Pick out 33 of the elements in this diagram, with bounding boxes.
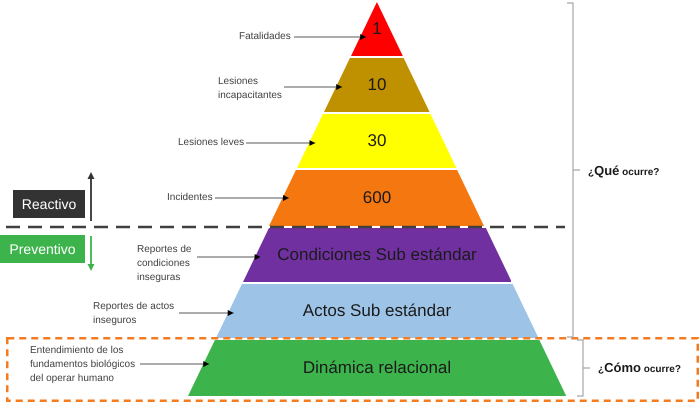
leader-arrow <box>196 254 262 260</box>
annotation-text: Lesiones incapacitantes <box>218 75 284 103</box>
leader-arrow <box>246 140 316 146</box>
category-tag: Reactivo <box>13 190 85 218</box>
leader-arrow <box>178 310 234 316</box>
pyramid-tier <box>216 284 538 338</box>
dashed-frame <box>6 337 699 402</box>
annotation-text: Lesiones leves <box>178 136 246 150</box>
tier-label: 1 <box>372 19 382 39</box>
pyramid-tier <box>324 58 430 112</box>
leader-arrow <box>284 84 343 90</box>
question-label: ¿Cómo ocurre? <box>598 359 681 377</box>
tier-label: Condiciones Sub estándar <box>277 245 477 265</box>
annotation-text: Entendimiento de los fundamentos biológicos del operar humano <box>30 344 140 386</box>
tier-label: 30 <box>368 131 386 151</box>
tier-label: Actos Sub estándar <box>302 301 452 321</box>
annotation-text: Incidentes <box>167 191 215 205</box>
leader-arrow <box>294 34 367 40</box>
annotation-text: Reportes de actos inseguros <box>93 300 179 328</box>
pyramid-tier <box>297 114 457 168</box>
question-label: ¿Qué ocurre? <box>588 162 660 180</box>
pyramid-tier <box>242 228 512 282</box>
tier-label: Dinámica relacional <box>302 358 452 378</box>
leader-arrow <box>214 195 290 201</box>
pyramid-tier <box>351 2 403 56</box>
annotation-text: Fatalidades <box>239 30 294 44</box>
tier-label: 10 <box>368 75 386 95</box>
annotation-text: Reportes de condiciones inseguras <box>137 243 197 285</box>
leader-arrow <box>140 361 210 367</box>
pyramid-tier <box>269 170 484 226</box>
category-tag: Preventivo <box>0 235 85 263</box>
pyramid-tier <box>188 340 566 396</box>
tier-label: 600 <box>362 188 392 208</box>
